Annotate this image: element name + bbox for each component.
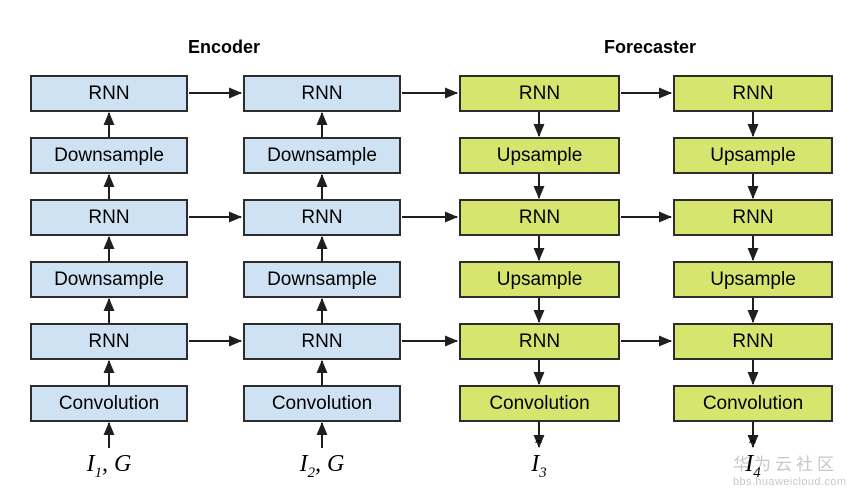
watermark: 华为云社区 bbs.huaweicloud.com <box>733 456 846 488</box>
math-subscript: 2 <box>307 464 316 481</box>
forecaster1-rnn-top-box: RNN <box>459 75 620 112</box>
encoder1-rnn-top-box: RNN <box>30 75 188 112</box>
forecaster2-upsample2-box: Upsample <box>673 261 833 298</box>
math-base: I <box>86 451 95 477</box>
forecaster1-upsample1-box: Upsample <box>459 137 620 174</box>
input-label-1: I1, G <box>87 451 132 482</box>
hat-accent: ˆ <box>534 437 542 460</box>
forecaster2-convolution-box: Convolution <box>673 385 833 422</box>
math-subscript: 1 <box>94 464 103 481</box>
math-base: I <box>531 451 540 477</box>
encoder1-convolution-box: Convolution <box>30 385 188 422</box>
encoder1-rnn-mid-box: RNN <box>30 199 188 236</box>
math-base: I <box>299 451 308 477</box>
encoder2-downsample2-box: Downsample <box>243 261 401 298</box>
encoder2-rnn-mid-box: RNN <box>243 199 401 236</box>
watermark-text: 华为云社区 <box>733 455 838 474</box>
encoder2-rnn-bottom-box: RNN <box>243 323 401 360</box>
math-suffix: , G <box>102 451 132 477</box>
encoder1-downsample2-box: Downsample <box>30 261 188 298</box>
math-base: I <box>745 451 754 477</box>
encoder1-rnn-bottom-box: RNN <box>30 323 188 360</box>
encoder2-rnn-top-box: RNN <box>243 75 401 112</box>
math-subscript: 3 <box>539 464 547 481</box>
input-label-2: I2, G <box>300 451 345 482</box>
encoder2-convolution-box: Convolution <box>243 385 401 422</box>
forecaster1-convolution-box: Convolution <box>459 385 620 422</box>
watermark-url: bbs.huaweicloud.com <box>733 476 847 488</box>
math-subscript: 4 <box>753 464 761 481</box>
forecaster1-upsample2-box: Upsample <box>459 261 620 298</box>
math-suffix: , G <box>315 451 345 477</box>
forecaster1-rnn-bottom-box: RNN <box>459 323 620 360</box>
encoder2-downsample1-box: Downsample <box>243 137 401 174</box>
forecaster1-rnn-mid-box: RNN <box>459 199 620 236</box>
forecaster2-rnn-top-box: RNN <box>673 75 833 112</box>
encoder-title: Encoder <box>187 37 261 57</box>
forecaster2-rnn-mid-box: RNN <box>673 199 833 236</box>
forecaster2-rnn-bottom-box: RNN <box>673 323 833 360</box>
forecaster-title: Forecaster <box>603 37 697 57</box>
forecaster2-upsample1-box: Upsample <box>673 137 833 174</box>
encoder1-downsample1-box: Downsample <box>30 137 188 174</box>
hat-accent: ˆ <box>748 437 756 460</box>
